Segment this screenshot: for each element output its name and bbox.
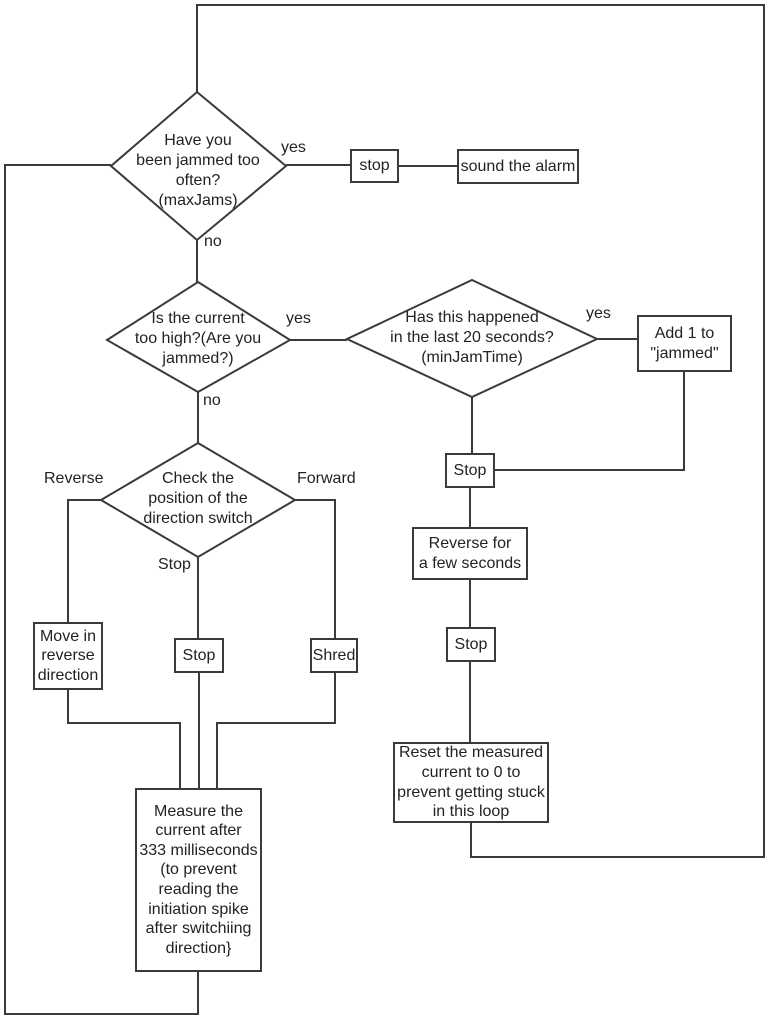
label-current-yes: yes (286, 310, 311, 327)
connector-shred-to-measure (216, 673, 336, 789)
node-sound-alarm: sound the alarm (457, 149, 579, 184)
decision-minjamtime-label: Has this happened in the last 20 seconds… (390, 309, 554, 366)
connector-switch-forward (295, 499, 336, 638)
node-move-reverse: Move in reverse direction (33, 622, 103, 690)
label-switch-reverse: Reverse (44, 470, 104, 487)
decision-max-jams-label: Have you been jammed too often? (maxJams… (136, 132, 260, 209)
decision-direction-diamond (99, 441, 297, 559)
node-reset-current: Reset the measured current to 0 to preve… (393, 742, 549, 823)
node-stop-after-jam: Stop (445, 453, 495, 488)
label-maxjams-no: no (204, 233, 222, 250)
node-stop-switch: Stop (174, 638, 224, 673)
node-measure-current: Measure the current after 333 millisecon… (135, 788, 262, 972)
connector-move-to-measure (67, 690, 181, 789)
node-stop-alarm: stop (350, 149, 399, 183)
label-switch-stop: Stop (158, 556, 191, 573)
node-add-jammed: Add 1 to "jammed" (637, 315, 732, 372)
decision-current-diamond (105, 280, 292, 394)
connector-switch-reverse (67, 499, 101, 622)
decision-max-jams-diamond (109, 90, 288, 242)
label-maxjams-yes: yes (281, 139, 306, 156)
decision-minjamtime-diamond (344, 278, 600, 399)
node-shred: Shred (310, 638, 358, 673)
connector-measure-loop (4, 164, 199, 1015)
node-reverse-seconds: Reverse for a few seconds (412, 527, 528, 580)
connector-reset-loop (196, 4, 765, 858)
label-switch-forward: Forward (297, 470, 356, 487)
label-minjam-yes: yes (586, 305, 611, 322)
decision-current-label: Is the current too high?(Are you jammed?… (134, 310, 262, 367)
node-stop-after-reverse: Stop (446, 627, 496, 662)
decision-direction-label: Check the position of the direction swit… (143, 470, 253, 527)
connector-addjammed-to-stop (495, 372, 685, 471)
label-current-no: no (203, 392, 221, 409)
